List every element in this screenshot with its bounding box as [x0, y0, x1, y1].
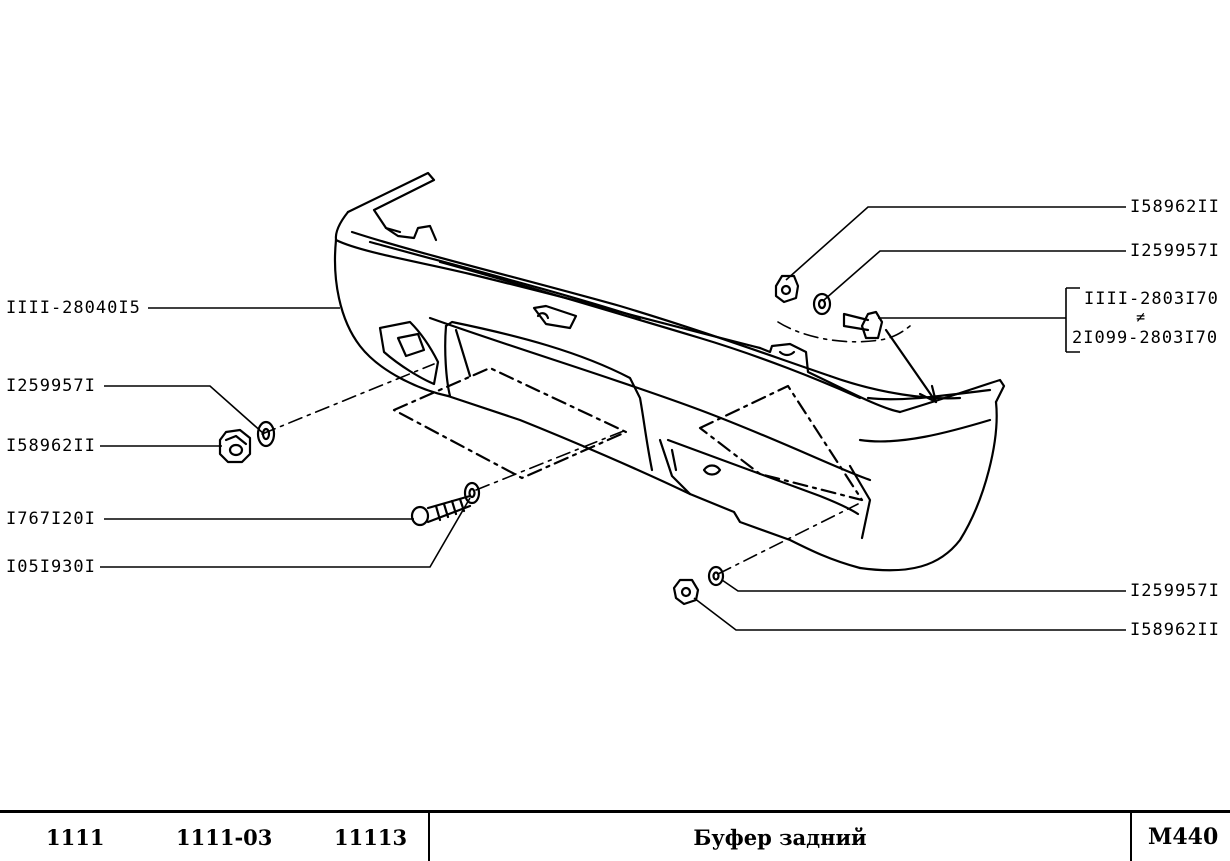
label-bolt-variant-2: 2I099-2803I70	[1072, 328, 1219, 348]
drawing-code: M440	[1148, 824, 1219, 850]
label-nut-bottom-right: I58962II	[1130, 620, 1220, 640]
label-bolt-separator: ≠	[1136, 308, 1147, 326]
bolt-top-right	[842, 310, 884, 340]
label-washer-left: I259957I	[6, 376, 96, 396]
model-2: 1111-03	[176, 824, 273, 850]
label-washer-screw: I05I930I	[6, 557, 96, 577]
license-plate-outline	[392, 366, 864, 502]
bolt-arrow	[884, 328, 938, 404]
label-washer-top-right: I259957I	[1130, 241, 1220, 261]
washer-bottom-right	[707, 565, 725, 587]
label-screw: I767I20I	[6, 509, 96, 529]
label-bumper: IIII-28040I5	[6, 298, 141, 318]
label-washer-bottom-right: I259957I	[1130, 581, 1220, 601]
drawing-title: Буфер задний	[693, 824, 867, 850]
nut-top-right	[774, 274, 800, 304]
washer-screw	[463, 481, 481, 505]
washer-top-right	[812, 292, 832, 316]
model-3: 11113	[334, 824, 408, 850]
nut-bottom-right	[672, 578, 700, 606]
label-nut-left: I58962II	[6, 436, 96, 456]
divider-right	[1130, 813, 1132, 861]
assembly-axis-lines	[261, 321, 911, 575]
washer-left	[256, 420, 276, 448]
title-block: 1111 1111-03 11113 Буфер задний M440	[0, 810, 1230, 861]
model-1: 1111	[46, 824, 105, 850]
screw-part	[410, 494, 472, 527]
rear-bumper-exploded-diagram	[100, 171, 1126, 631]
nut-left	[218, 428, 252, 464]
bumper-part-drawing	[333, 171, 1006, 572]
label-bolt-variant-1: IIII-2803I70	[1084, 289, 1219, 309]
leader-lines	[100, 206, 1126, 631]
divider-left	[428, 813, 430, 861]
label-nut-top-right: I58962II	[1130, 197, 1220, 217]
